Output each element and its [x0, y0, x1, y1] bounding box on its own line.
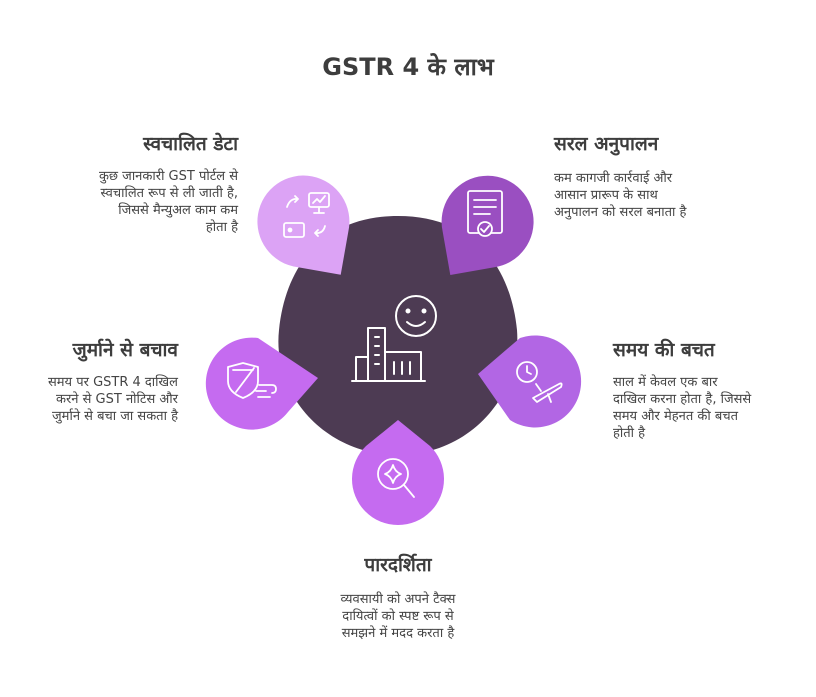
shield-wind-icon — [227, 362, 277, 399]
description-transparency: व्यवसायी को अपने टैक्स दायित्वों को स्पष… — [340, 592, 456, 641]
description-time-saving: साल में केवल एक बार दाखिल करना होता है, … — [613, 375, 752, 441]
petal-easy-compliance — [441, 175, 534, 275]
certificate-check-icon — [467, 190, 503, 237]
description-easy-compliance: कम कागजी कार्रवाई और आसान प्रारूप के साथ… — [554, 171, 687, 220]
magnifier-sparkle-icon — [377, 458, 415, 498]
heading-easy-compliance: सरल अनुपालन — [554, 133, 659, 155]
center-pentagon — [278, 216, 518, 455]
heading-time-saving: समय की बचत — [613, 339, 715, 361]
smiley-building-icon — [351, 295, 437, 382]
petal-transparency — [352, 420, 444, 526]
heading-penalty-protection: जुर्माने से बचाव — [72, 339, 178, 361]
petal-time-saving — [478, 335, 582, 428]
description-automatic-data: कुछ जानकारी GST पोर्टल से स्वचालित रूप स… — [98, 169, 238, 235]
petal-penalty-protection — [205, 337, 318, 430]
clock-plane-icon — [516, 361, 563, 403]
heading-automatic-data: स्वचालित डेटा — [143, 133, 238, 155]
data-transfer-icon — [283, 192, 330, 238]
page-title: GSTR 4 के लाभ — [322, 53, 494, 81]
heading-transparency: पारदर्शिता — [364, 554, 432, 576]
description-penalty-protection: समय पर GSTR 4 दाखिल करने से GST नोटिस और… — [48, 375, 178, 424]
petal-automatic-data — [257, 175, 350, 275]
